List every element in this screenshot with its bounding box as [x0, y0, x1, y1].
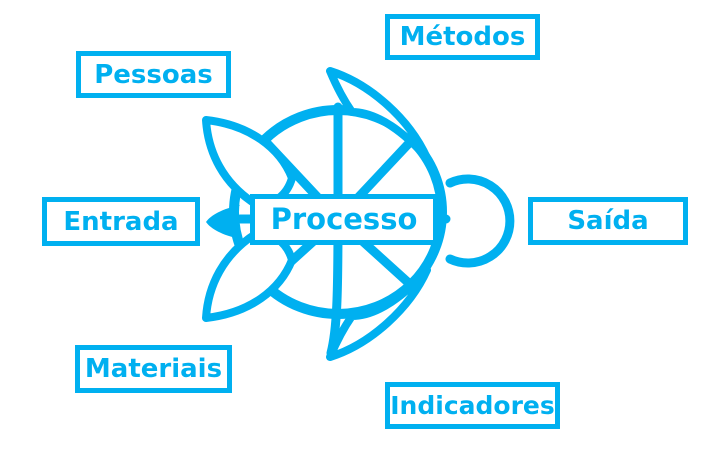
turtle-flipper-bottom-left-icon — [202, 228, 296, 322]
label-processo: Processo — [270, 202, 418, 236]
label-box-metodos: Métodos — [385, 14, 540, 60]
turtle-flipper-top-right-icon — [326, 67, 431, 162]
label-saida: Saída — [567, 206, 649, 236]
turtle-tail-icon — [206, 205, 240, 239]
label-metodos: Métodos — [399, 22, 526, 52]
turtle-shell-spokes — [235, 102, 451, 358]
label-box-entrada: Entrada — [42, 197, 200, 246]
label-box-indicadores: Indicadores — [385, 382, 560, 429]
label-indicadores: Indicadores — [390, 391, 555, 420]
turtle-head-icon — [445, 174, 515, 268]
label-box-pessoas: Pessoas — [76, 51, 231, 98]
label-pessoas: Pessoas — [94, 59, 213, 90]
label-box-materiais: Materiais — [75, 345, 232, 393]
label-box-processo: Processo — [250, 194, 438, 245]
label-entrada: Entrada — [63, 206, 179, 237]
label-materiais: Materiais — [84, 354, 223, 384]
label-box-saida: Saída — [528, 197, 688, 245]
turtle-flipper-bottom-right-icon — [326, 266, 431, 361]
